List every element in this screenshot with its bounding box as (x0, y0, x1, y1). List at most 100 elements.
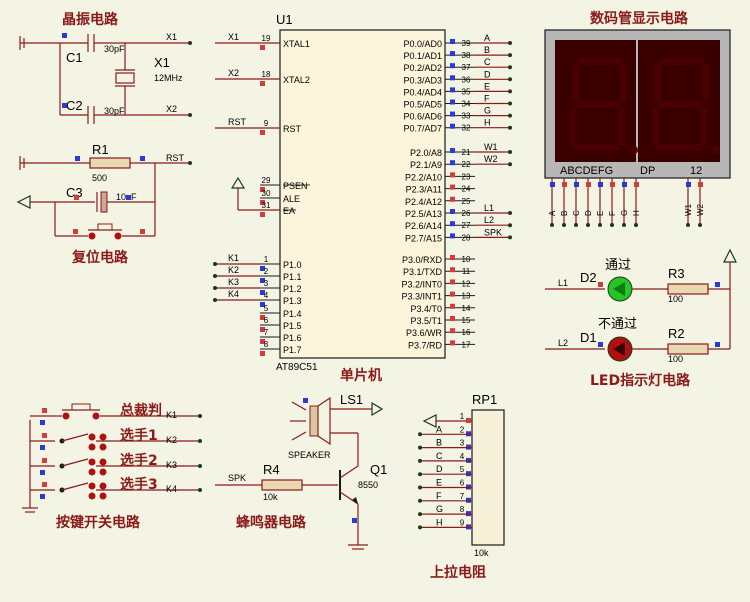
net-label: F (436, 491, 442, 501)
speaker-icon[interactable] (290, 396, 331, 446)
mcu-pin-p14[interactable]: P1.45 (260, 304, 302, 320)
mcu-pin-number: 39 (462, 39, 471, 48)
net-label: K2 (166, 435, 177, 445)
mcu-pin-p16[interactable]: P1.67 (260, 328, 302, 344)
pullup-pin-5[interactable]: 5D (418, 464, 472, 477)
pullup-pin-2[interactable]: 2A (418, 424, 472, 437)
segment-f (654, 64, 661, 102)
pullup-pin-number: 7 (460, 492, 465, 501)
mcu-pin-name: P2.6/A14 (405, 221, 442, 231)
segment-e (570, 108, 577, 146)
r2-value: 100 (668, 354, 683, 364)
r4-ref: R4 (263, 462, 280, 477)
reset-button[interactable] (80, 223, 155, 240)
display-pin-e[interactable]: E (596, 178, 605, 227)
r4-value: 10k (263, 492, 278, 502)
pullup-pin-6[interactable]: 6E (418, 478, 472, 490)
mcu-pin-name: EA (283, 206, 295, 216)
display-pin-label: W2 (696, 203, 705, 216)
transistor-icon[interactable] (339, 465, 359, 505)
display-pin-w2[interactable]: W2 (696, 178, 705, 227)
display-pin-h[interactable]: H (632, 178, 641, 227)
display-pin-label: W1 (684, 203, 693, 216)
mcu-pin-p17[interactable]: P1.78 (260, 340, 302, 356)
net-label: K3 (228, 277, 239, 287)
pullup-pin-9[interactable]: 9H (418, 517, 472, 530)
display-pin-d[interactable]: D (584, 178, 593, 227)
mcu-pin-number: 18 (262, 70, 271, 79)
mcu-pin-number: 2 (264, 267, 269, 276)
c2-value: 30pF (104, 106, 125, 116)
display-pin-a[interactable]: A (548, 178, 557, 227)
mcu-pin-name: P1.6 (283, 333, 302, 343)
mcu-pin-name: P0.7/AD7 (403, 124, 442, 134)
display-pin-label: F (608, 211, 617, 216)
mcu-pin-number: 35 (462, 87, 471, 96)
net-label: K1 (166, 410, 177, 420)
mcu-pin-name: P1.3 (283, 296, 302, 306)
display-pin-f[interactable]: F (608, 178, 617, 227)
net-label: B (484, 45, 490, 55)
mcu-pin-p15[interactable]: P1.56 (260, 316, 302, 332)
rp1-value: 10k (474, 548, 489, 558)
key-label: 选手3 (120, 476, 158, 493)
display-pin-w1[interactable]: W1 (684, 178, 693, 227)
pullup-pin-1[interactable]: 1 (460, 412, 471, 423)
display-pin-g[interactable]: G (620, 178, 629, 227)
display-digits-label: 12 (690, 165, 702, 177)
display-pin-c[interactable]: C (572, 178, 581, 227)
pullup-pin-8[interactable]: 8G (418, 504, 472, 517)
pullup-pin-number: 2 (460, 425, 465, 434)
mcu-ref: U1 (276, 12, 293, 27)
pullup-pin-3[interactable]: 3B (418, 438, 472, 450)
mcu-pin-name: P2.4/A12 (405, 197, 442, 207)
mcu-pin-number: 14 (462, 304, 471, 313)
pullup-pin-7[interactable]: 7F (418, 491, 472, 503)
segment-a (578, 58, 622, 65)
buzzer-circuit: LS1 SPEAKER SPK R4 10k Q1 8550 (215, 392, 387, 550)
mcu-pin-number: 6 (264, 316, 269, 325)
pullup-pin-4[interactable]: 4C (418, 451, 472, 463)
mcu-chip[interactable]: U1 AT89C51 XTAL119X1XTAL218X2RST9RSTPSEN… (213, 12, 512, 373)
net-label: D (484, 69, 491, 79)
display-pin-b[interactable]: B (560, 178, 569, 227)
mcu-pin-name: P1.2 (283, 284, 302, 294)
